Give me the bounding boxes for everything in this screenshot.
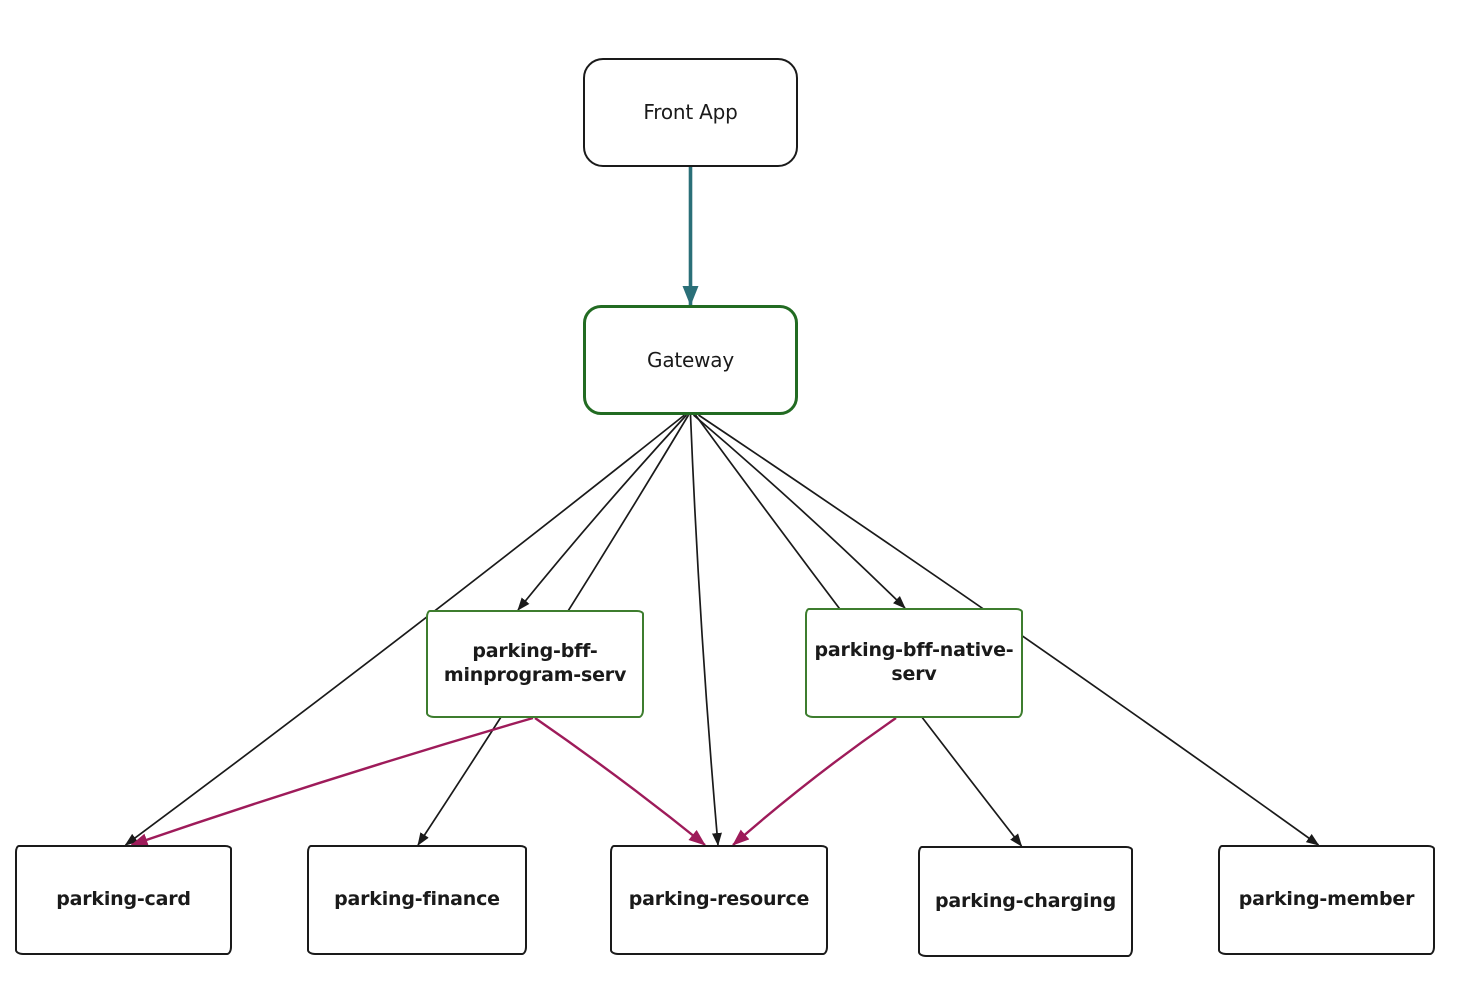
edge-gateway-to-bff-native xyxy=(692,414,906,609)
node-gateway-label: Gateway xyxy=(647,347,734,372)
node-parking-bff-native-serv-label: parking-bff-native- serv xyxy=(814,639,1014,685)
node-parking-finance-label: parking-finance xyxy=(334,888,500,911)
node-parking-member: parking-member xyxy=(1218,845,1435,955)
edge-bff-native-to-parking-resource xyxy=(732,717,897,846)
node-parking-member-label: parking-member xyxy=(1238,888,1415,911)
node-parking-bff-minprogram-serv-label: parking-bff- minprogram-serv xyxy=(443,640,627,686)
node-parking-finance: parking-finance xyxy=(307,845,527,955)
node-parking-card: parking-card xyxy=(15,845,232,955)
node-parking-bff-minprogram-serv: parking-bff- minprogram-serv xyxy=(426,610,644,718)
edge-bff-minprogram-to-parking-card xyxy=(130,716,534,847)
edge-gateway-to-bff-minprogram xyxy=(517,414,688,611)
node-gateway: Gateway xyxy=(583,305,798,415)
edge-gateway-to-parking-card xyxy=(124,414,686,846)
node-parking-bff-native-serv: parking-bff-native- serv xyxy=(805,608,1023,718)
edge-gateway-to-parking-resource xyxy=(689,414,722,846)
node-front-app: Front App xyxy=(583,58,798,167)
node-parking-card-label: parking-card xyxy=(56,888,191,911)
node-parking-resource: parking-resource xyxy=(610,845,828,955)
node-parking-charging-label: parking-charging xyxy=(935,889,1116,912)
node-parking-resource-label: parking-resource xyxy=(628,888,810,911)
edge-bff-minprogram-to-parking-resource xyxy=(534,717,706,846)
node-parking-charging: parking-charging xyxy=(918,846,1133,957)
node-front-app-label: Front App xyxy=(643,100,738,124)
